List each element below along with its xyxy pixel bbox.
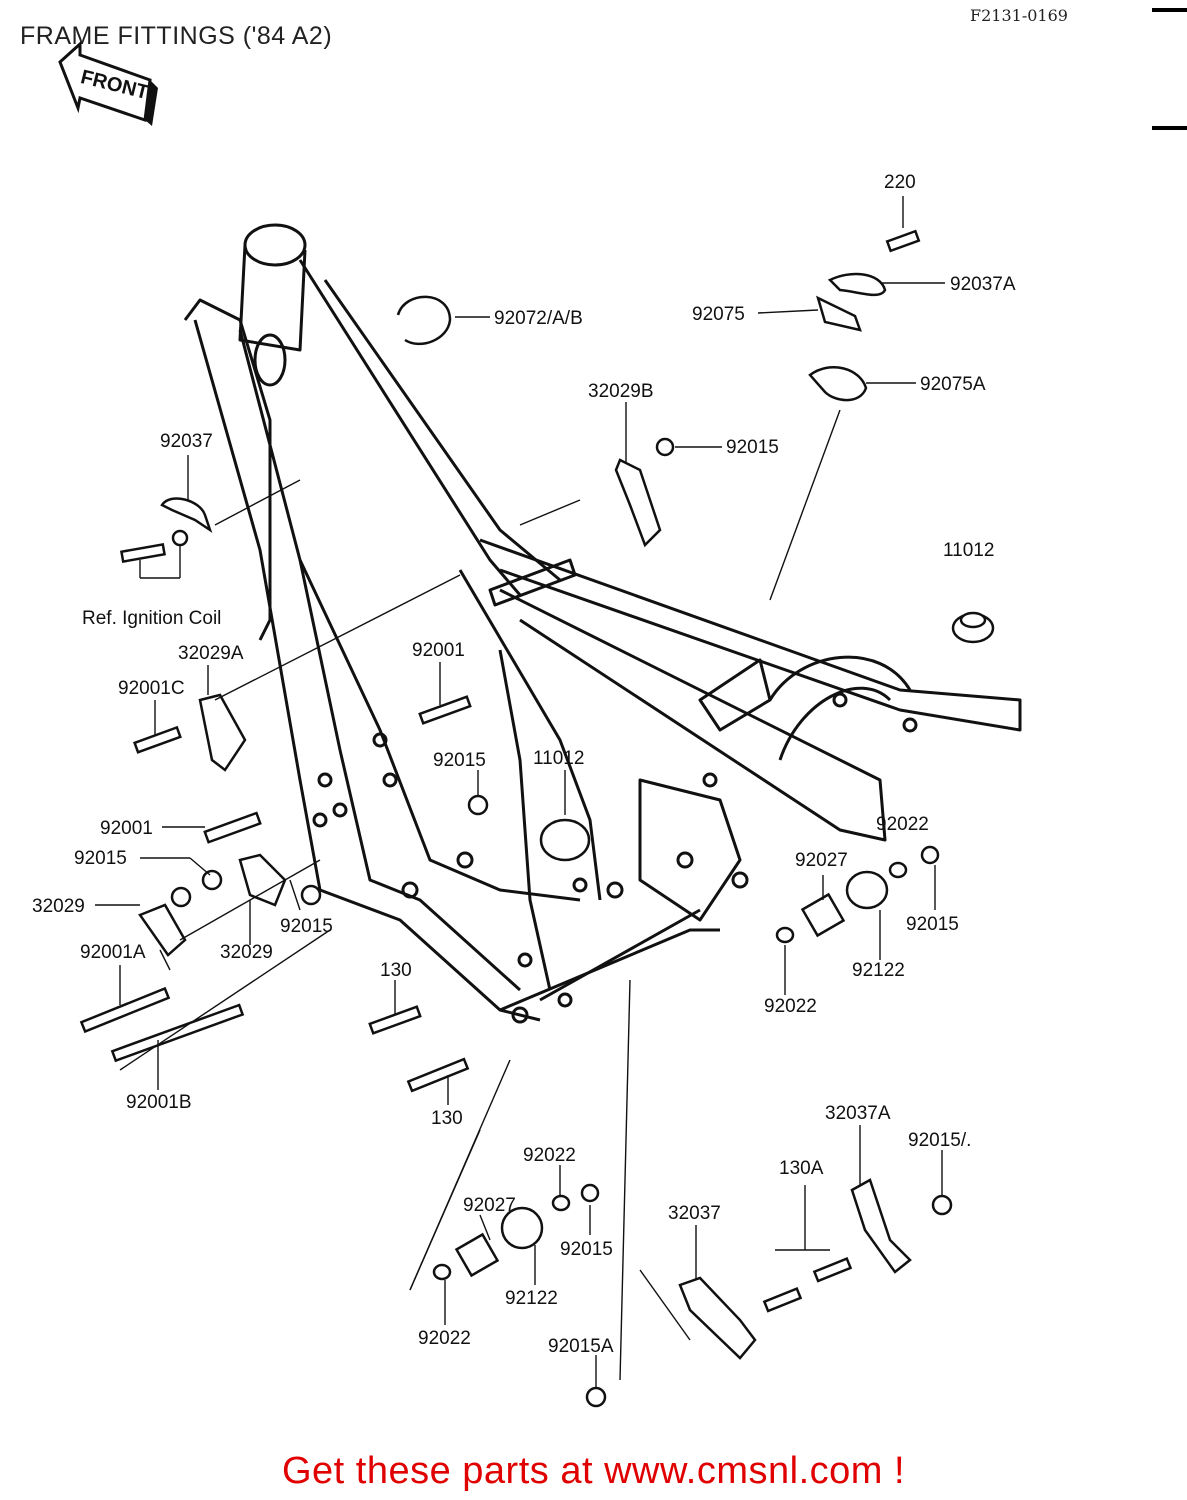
- bracket-32037-icon: [678, 1276, 757, 1360]
- washer-92022-icon: [432, 1194, 571, 1281]
- callout-label: 32037: [668, 1203, 721, 1224]
- callout-label: 130A: [779, 1158, 824, 1179]
- band-92072-icon: [396, 295, 452, 346]
- callout-label: 92015: [74, 848, 127, 869]
- callout-label: 220: [884, 172, 916, 193]
- damper-92122-icon: [845, 870, 889, 910]
- callout-label: 92075A: [920, 374, 986, 395]
- callout-label: 32029A: [178, 643, 244, 664]
- grommet-11012-icon: [951, 611, 995, 644]
- callout-label: 92015: [433, 750, 486, 771]
- callout-label: 92015: [726, 437, 779, 458]
- callout-label: 32037A: [825, 1103, 891, 1124]
- washer-92022-icon: [775, 861, 908, 944]
- callout-label: 92001C: [118, 678, 185, 699]
- callout-label: 92027: [463, 1195, 516, 1216]
- callout-label: 92072/A/B: [494, 308, 583, 329]
- nut-92015-icon: [467, 794, 489, 816]
- callout-label: 92037: [160, 431, 213, 452]
- reference-note: Ref. Ignition Coil: [82, 608, 221, 629]
- callout-label: 130: [380, 960, 412, 981]
- bracket-32029b-icon: [614, 458, 662, 548]
- callout-label: 92015: [280, 916, 333, 937]
- callout-label: 130: [431, 1108, 463, 1129]
- callout-labels: 220 92037A 92072/A/B 92075 92075A 32029B…: [32, 172, 1016, 1357]
- callout-label: 11012: [943, 540, 994, 561]
- callout-label: 92022: [523, 1145, 576, 1166]
- bolt-130-icon: [368, 1005, 470, 1093]
- bolt-92001-icon: [418, 695, 472, 725]
- callout-label: 92022: [418, 1328, 471, 1349]
- callout-label: 32029: [220, 942, 273, 963]
- callout-label: 92015/.: [908, 1130, 971, 1151]
- callout-label: 92037A: [950, 274, 1016, 295]
- callout-label: 92075: [692, 304, 745, 325]
- callout-label: 92001: [412, 640, 465, 661]
- scan-edge-mark: [1152, 8, 1187, 12]
- callout-label: 92001: [100, 818, 153, 839]
- frame-body: [183, 223, 1022, 1024]
- front-arrow-icon: FRONT: [58, 40, 158, 126]
- washer-icon: [171, 529, 189, 547]
- nut-92015-icon: [580, 1183, 953, 1408]
- bracket-32029-icon: [138, 853, 287, 957]
- callout-label: 92122: [852, 960, 905, 981]
- clip-92037-icon: [160, 497, 213, 534]
- bolt-130a-icon: [762, 1256, 853, 1313]
- callout-label: 32029B: [588, 381, 654, 402]
- callout-label: 92001B: [126, 1092, 192, 1113]
- callout-label: 11012: [533, 748, 584, 769]
- callout-label: 92015: [906, 914, 959, 935]
- callout-label: 32029: [32, 896, 85, 917]
- callout-label: 92022: [764, 996, 817, 1017]
- collar-92027-icon: [454, 1232, 500, 1278]
- bracket-32029a-icon: [198, 693, 247, 772]
- parts-group: [79, 229, 995, 1408]
- footer-link-text[interactable]: Get these parts at www.cmsnl.com !: [281, 1450, 906, 1492]
- callout-label: 92022: [876, 814, 929, 835]
- leader-lines: [95, 196, 945, 1388]
- damper-92075a-icon: [808, 366, 868, 402]
- bolt-92001-icon: [203, 811, 262, 844]
- bolt-220-icon: [885, 229, 921, 253]
- grommet-11012-icon: [539, 818, 591, 862]
- damper-92122-icon: [500, 1206, 544, 1250]
- bolt-ref-ignition-icon: [120, 542, 166, 564]
- bracket-32037a-icon: [850, 1178, 912, 1274]
- callout-label: 92001A: [80, 942, 146, 963]
- scan-edge-mark: [1152, 126, 1187, 130]
- collar-92027-icon: [800, 892, 846, 938]
- clamp-92037a-icon: [827, 272, 887, 297]
- bolt-92001c-icon: [133, 725, 182, 754]
- damper-92075-icon: [816, 295, 862, 332]
- callout-label: 92015A: [548, 1336, 614, 1357]
- callout-label: 92027: [795, 850, 848, 871]
- diagram-title: FRAME FITTINGS ('84 A2): [20, 22, 333, 50]
- callout-label: 92122: [505, 1288, 558, 1309]
- bolt-92001a-icon: [79, 986, 171, 1034]
- nut-92015-icon: [655, 437, 675, 457]
- nut-92015-icon: [920, 845, 940, 865]
- callout-label: 92015: [560, 1239, 613, 1260]
- nut-92015-icon: [170, 869, 322, 908]
- diagram-code: F2131-0169: [970, 6, 1068, 25]
- bolt-92001b-icon: [110, 1003, 245, 1063]
